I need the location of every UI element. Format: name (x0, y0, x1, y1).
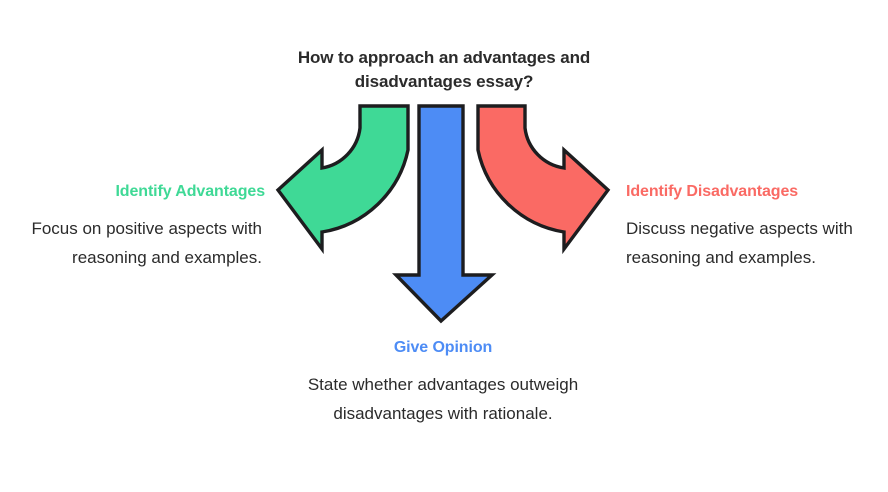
curved-arrow-right-icon (476, 104, 611, 255)
node-label-disadvantages: Identify Disadvantages (626, 183, 799, 200)
arrow-down-icon (391, 104, 497, 324)
curved-arrow-left-icon (275, 104, 410, 255)
node-description-opinion: State whether advantages outweigh disadv… (307, 375, 579, 423)
node-description-disadvantages: Discuss negative aspects with reasoning … (626, 219, 853, 267)
node-label-advantages: Identify Advantages (115, 183, 265, 200)
page-title: How to approach an advantages and disadv… (297, 48, 591, 91)
node-description-advantages: Focus on positive aspects with reasoning… (31, 219, 262, 267)
node-label-opinion: Give Opinion (393, 339, 493, 356)
